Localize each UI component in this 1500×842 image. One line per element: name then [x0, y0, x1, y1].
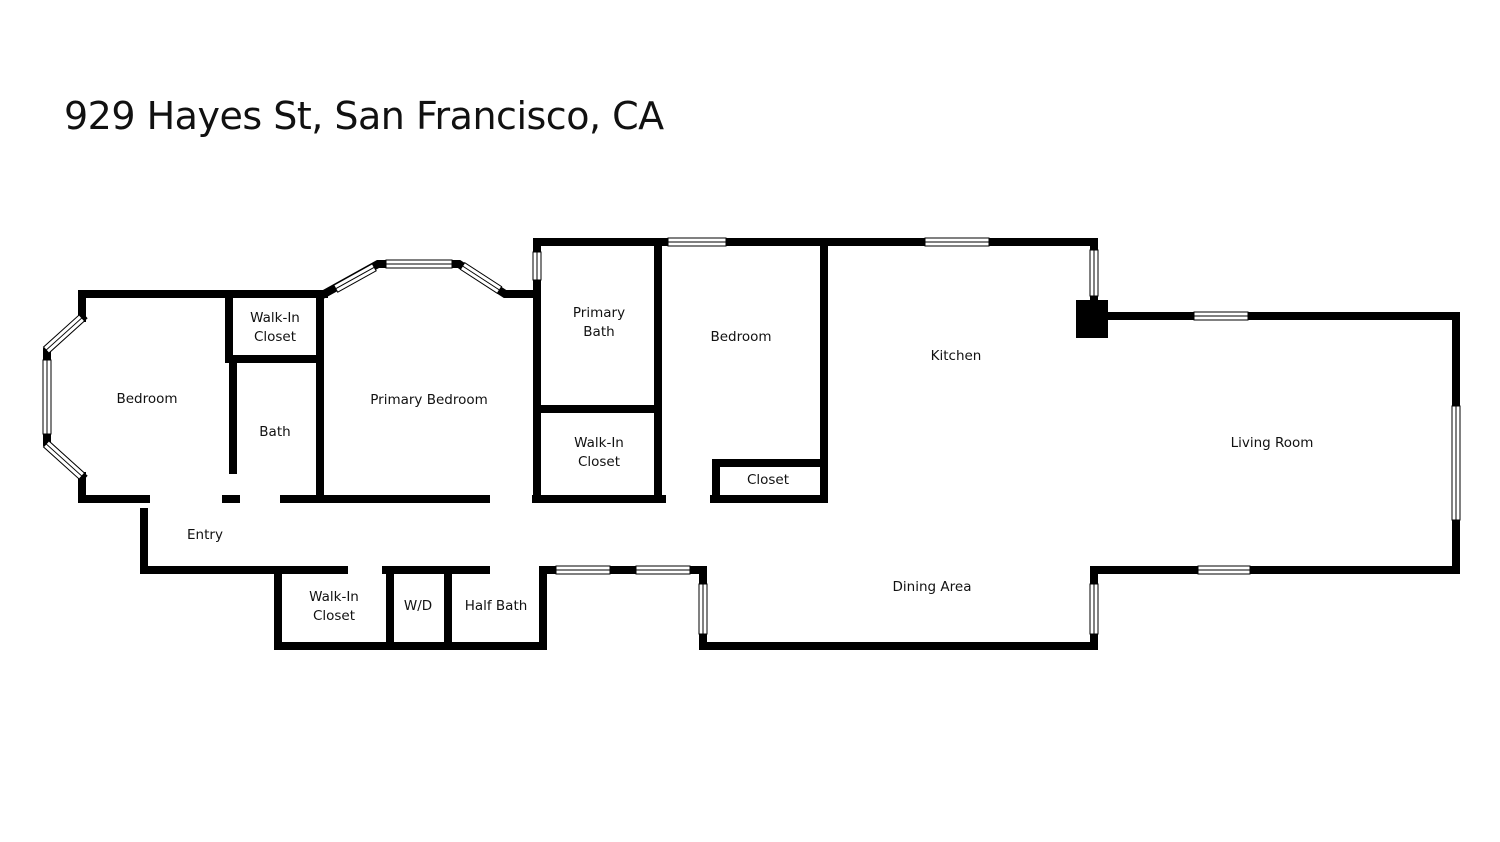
window: [42, 359, 52, 435]
window: [1451, 405, 1461, 521]
window: [42, 440, 86, 480]
window: [667, 237, 727, 247]
wall-corridor-bottom-west: [140, 508, 282, 574]
window: [532, 251, 542, 281]
wall-south-rooms: [274, 566, 547, 650]
room-label-half-bath: Half Bath: [465, 598, 528, 614]
room-label-closet: Closet: [747, 472, 789, 488]
room-label-kitchen: Kitchen: [931, 348, 982, 364]
window: [1089, 583, 1099, 635]
wall-living-room-bottom: [699, 516, 1460, 650]
window: [385, 259, 453, 269]
wall-top-main: [533, 238, 1098, 304]
window: [698, 583, 708, 635]
window: [1197, 565, 1251, 575]
room-label-bedroom-west: Bedroom: [116, 391, 177, 407]
room-label-primary-bedroom: Primary Bedroom: [370, 392, 488, 408]
wall-west-bedroom-top: [78, 290, 328, 322]
room-label-bedroom-center: Bedroom: [710, 329, 771, 345]
room-label-wd: W/D: [404, 598, 432, 614]
window: [555, 565, 611, 575]
room-label-walk-in-closet-3: Walk-In: [309, 589, 359, 605]
room-label-living-room: Living Room: [1231, 435, 1314, 451]
window: [459, 261, 503, 295]
room-label-walk-in-closet-2-line2: Closet: [578, 454, 620, 470]
room-label-primary-bath-line2: Bath: [583, 324, 614, 340]
window: [1089, 249, 1099, 297]
room-label-bath: Bath: [259, 424, 290, 440]
room-label-walk-in-closet-1: Walk-In: [250, 310, 300, 326]
window: [924, 237, 990, 247]
room-label-primary-bath: Primary: [573, 305, 625, 321]
window: [635, 565, 691, 575]
wall-west-bedroom-bottom: [78, 472, 150, 503]
wall-closet: [712, 459, 824, 503]
window: [42, 314, 86, 354]
room-label-dining-area: Dining Area: [893, 579, 972, 595]
room-label-walk-in-closet-2: Walk-In: [574, 435, 624, 451]
window: [333, 263, 377, 293]
windows: [42, 237, 1461, 635]
room-label-walk-in-closet-1-line2: Closet: [254, 329, 296, 345]
wall-living-room-top: [1096, 312, 1460, 410]
room-label-entry: Entry: [187, 527, 223, 543]
room-label-walk-in-closet-3-line2: Closet: [313, 608, 355, 624]
window: [1193, 311, 1249, 321]
page-title: 929 Hayes St, San Francisco, CA: [64, 94, 664, 138]
room-labels: Bedroom Walk-In Closet Bath Primary Bedr…: [116, 305, 1313, 624]
